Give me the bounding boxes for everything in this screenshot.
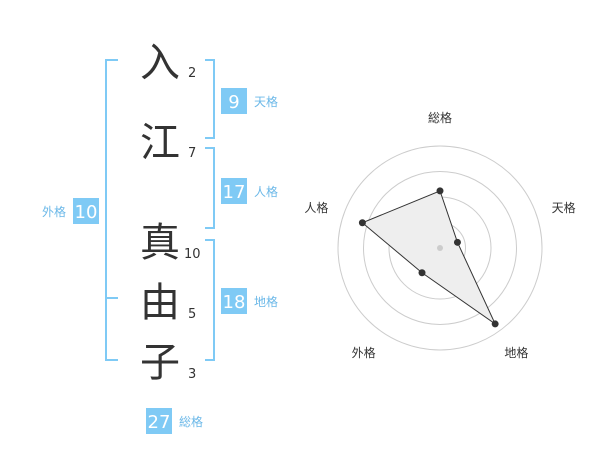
chikaku-value: 18 bbox=[223, 292, 246, 313]
radar-center-dot bbox=[437, 245, 443, 251]
soukaku-value: 27 bbox=[148, 412, 171, 433]
stroke-count-2: 7 bbox=[188, 146, 196, 161]
jinkaku-label: 人格 bbox=[254, 184, 278, 199]
radar-point bbox=[453, 238, 461, 246]
gaikaku-value: 10 bbox=[75, 202, 98, 223]
name-char-2: 江 bbox=[140, 120, 180, 166]
tenkaku-bracket bbox=[205, 59, 215, 139]
radar-point bbox=[358, 219, 366, 227]
radar-ring bbox=[363, 171, 517, 325]
gaikaku-label: 外格 bbox=[42, 204, 66, 219]
chikaku-label: 地格 bbox=[254, 294, 278, 309]
radar-axis-label: 外格 bbox=[352, 345, 376, 360]
name-char-4: 由 bbox=[140, 280, 180, 326]
tenkaku-value: 9 bbox=[228, 92, 239, 113]
stroke-count-1: 2 bbox=[188, 66, 196, 81]
radar-polygon bbox=[361, 190, 497, 326]
stroke-count-3: 10 bbox=[184, 247, 201, 262]
jinkaku-bracket bbox=[205, 147, 215, 229]
radar-axis-label: 地格 bbox=[504, 345, 528, 360]
chikaku-bracket bbox=[205, 239, 215, 361]
name-char-1: 入 bbox=[140, 40, 180, 86]
radar-axis-label: 総格 bbox=[428, 110, 452, 125]
radar-point bbox=[436, 187, 444, 195]
soukaku-badge bbox=[146, 408, 172, 434]
name-char-5: 子 bbox=[140, 340, 180, 386]
radar-axis-label: 人格 bbox=[304, 200, 328, 215]
jinkaku-value: 17 bbox=[223, 182, 246, 203]
stroke-count-5: 3 bbox=[188, 367, 196, 382]
soukaku-label: 総格 bbox=[179, 414, 203, 429]
radar-point bbox=[491, 320, 499, 328]
gaikaku-bracket bbox=[105, 59, 118, 361]
gaikaku-badge bbox=[73, 198, 99, 224]
tenkaku-badge bbox=[221, 88, 247, 114]
radar-axis-label: 天格 bbox=[552, 200, 576, 215]
radar-ring bbox=[337, 145, 543, 351]
tenkaku-label: 天格 bbox=[254, 94, 278, 109]
stroke-count-4: 5 bbox=[188, 307, 196, 322]
jinkaku-badge bbox=[221, 178, 247, 204]
chikaku-badge bbox=[221, 288, 247, 314]
radar-point bbox=[418, 269, 426, 277]
name-char-3: 真 bbox=[140, 220, 180, 266]
